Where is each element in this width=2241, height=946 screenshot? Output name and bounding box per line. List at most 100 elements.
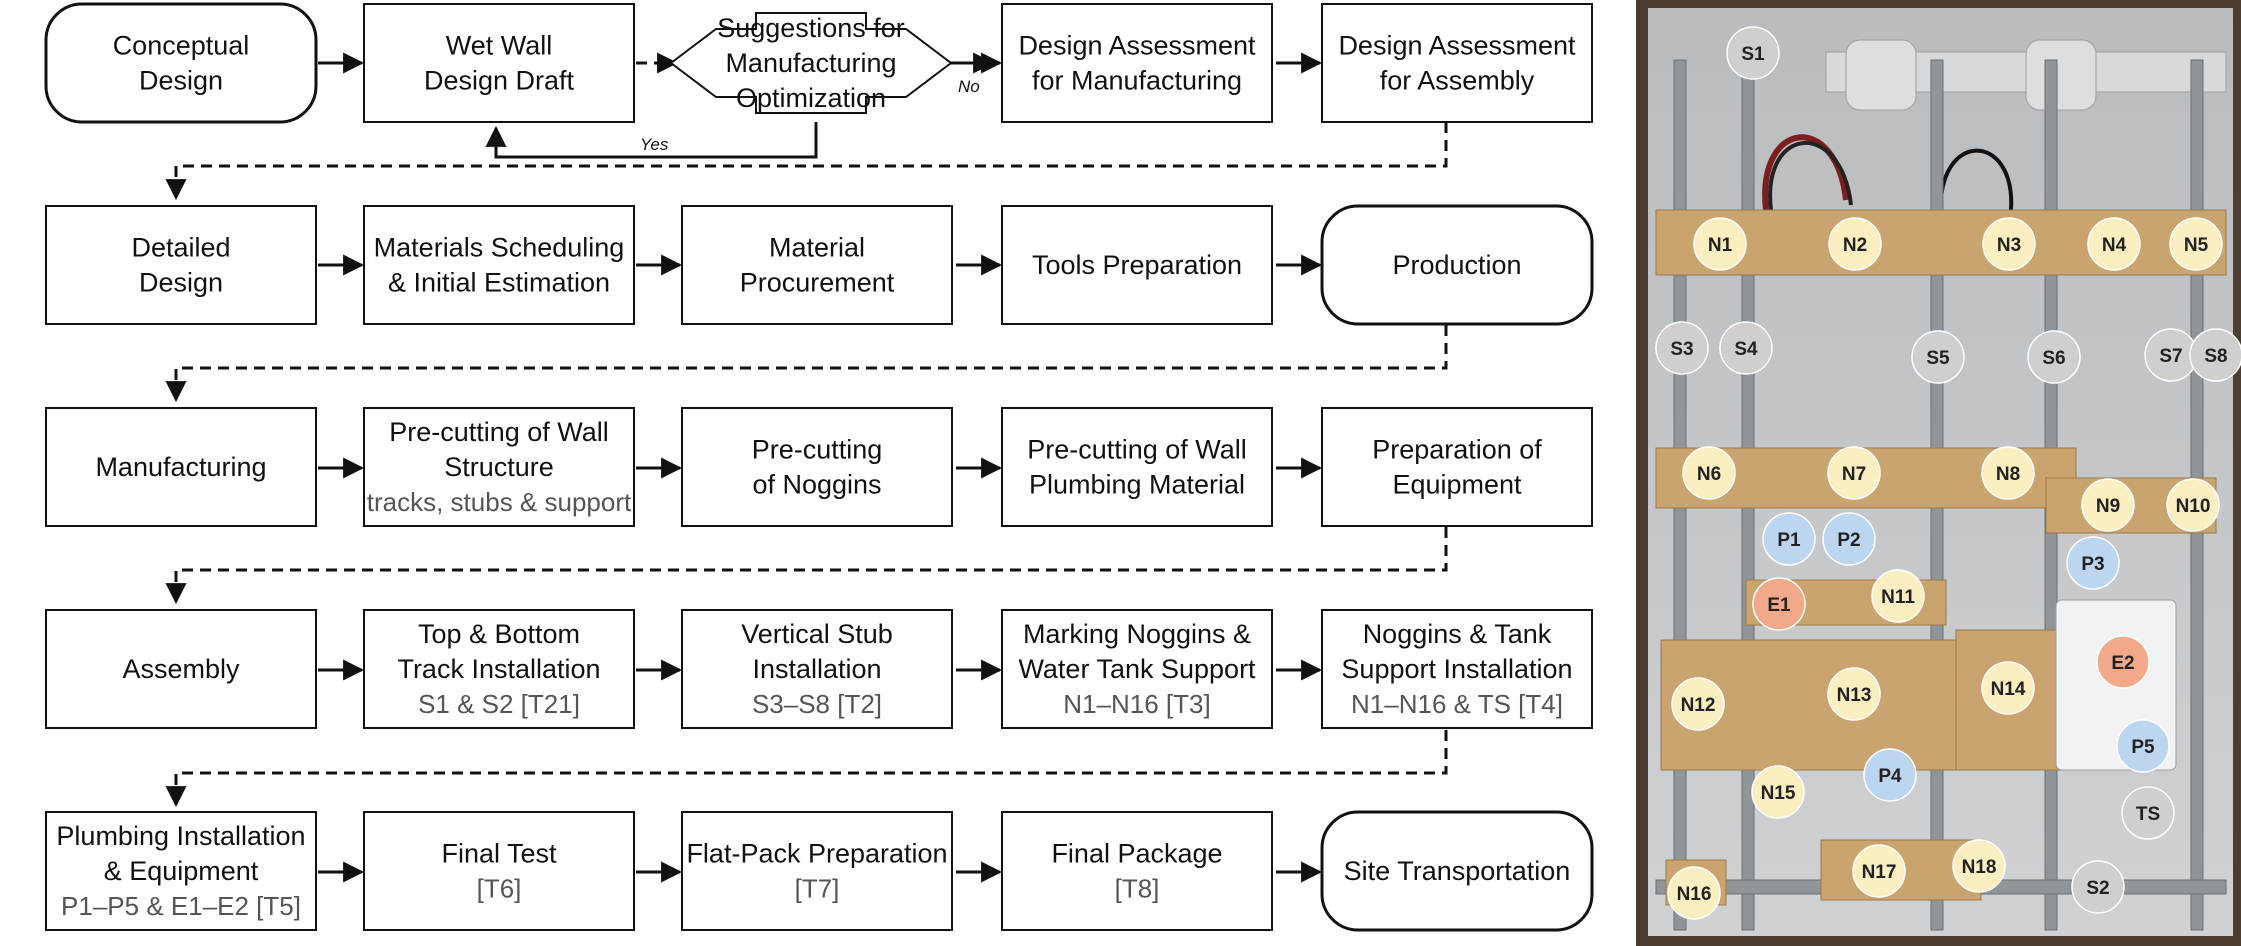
marker-label: N9	[2096, 496, 2120, 517]
marker-s3: S3	[1655, 321, 1709, 375]
marker-p3: P3	[2066, 536, 2120, 590]
marker-label: S5	[1926, 348, 1950, 369]
node-sublabel: [T6]	[477, 874, 522, 904]
node-label-line: Procurement	[740, 268, 895, 298]
marker-label: N3	[1997, 235, 2021, 256]
node-sublabel: N1–N16 & TS [T4]	[1351, 689, 1563, 719]
node-label-line: Plumbing Material	[1029, 470, 1245, 500]
marker-p5: P5	[2116, 719, 2170, 773]
node-label-line: Suggestions for	[717, 13, 905, 43]
node-shape	[1321, 407, 1593, 527]
yes-edge-label: Yes	[640, 135, 669, 154]
marker-circle	[2087, 217, 2141, 271]
marker-n7: N7	[1827, 446, 1881, 500]
node-label-line: Pre-cutting of Wall	[1027, 435, 1247, 465]
marker-s1: S1	[1726, 26, 1780, 80]
node-label-line: Design Assessment	[1338, 31, 1576, 61]
node-production: Production	[1320, 204, 1594, 326]
node-label-line: Design	[139, 268, 223, 298]
marker-e2: E2	[2096, 635, 2150, 689]
node-sublabel: P1–P5 & E1–E2 [T5]	[61, 891, 301, 921]
node-shape	[1001, 3, 1273, 123]
node-label-line: for Assembly	[1380, 66, 1535, 96]
node-label-line: Manufacturing	[725, 48, 896, 78]
node-materials-scheduling: Materials Scheduling& Initial Estimation	[363, 205, 635, 325]
marker-label: S3	[1670, 339, 1693, 360]
marker-e1: E1	[1752, 577, 1806, 631]
marker-circle	[2121, 786, 2175, 840]
node-shape	[1320, 810, 1594, 932]
node-label-line: Design Draft	[424, 66, 575, 96]
marker-circle	[1982, 217, 2036, 271]
marker-circle	[1822, 512, 1876, 566]
marker-s2: S2	[2071, 860, 2125, 914]
marker-circle	[1762, 512, 1816, 566]
marker-label: S1	[1741, 44, 1765, 65]
marker-label: S4	[1734, 339, 1758, 360]
node-shape	[1001, 205, 1273, 325]
marker-circle	[2189, 328, 2241, 382]
marker-label: N6	[1697, 464, 1721, 485]
wire	[1768, 141, 1853, 211]
marker-n15: N15	[1751, 765, 1805, 819]
marker-ts: TS	[2121, 786, 2175, 840]
marker-label: P5	[2131, 737, 2155, 758]
node-shape	[1001, 811, 1273, 931]
marker-circle	[1827, 446, 1881, 500]
marker-circle	[1655, 321, 1709, 375]
marker-circle	[1719, 321, 1773, 375]
marker-label: N10	[2176, 496, 2211, 517]
node-sublabel: tracks, stubs & support	[367, 487, 632, 517]
marker-label: N15	[1761, 783, 1796, 804]
marker-label: TS	[2136, 804, 2160, 825]
node-sublabel: N1–N16 [T3]	[1063, 689, 1210, 719]
node-label-line: Final Test	[441, 839, 557, 869]
marker-label: N12	[1681, 695, 1716, 716]
node-label-line: Structure	[444, 452, 554, 482]
marker-label: S6	[2042, 348, 2065, 369]
node-shape	[681, 205, 953, 325]
marker-n9: N9	[2081, 478, 2135, 532]
node-label-line: Noggins & Tank	[1363, 619, 1552, 649]
node-label-line: of Noggins	[752, 470, 881, 500]
node-manufacturing: Manufacturing	[45, 407, 317, 527]
marker-circle	[1863, 748, 1917, 802]
marker-label: N11	[1881, 587, 1915, 608]
dashed-flow-arrows	[165, 52, 1448, 808]
node-shape	[363, 205, 635, 325]
node-shape	[44, 2, 318, 124]
marker-n1: N1	[1693, 217, 1747, 271]
node-label-line: Manufacturing	[95, 452, 266, 482]
marker-circle	[1693, 217, 1747, 271]
marker-circle	[1726, 26, 1780, 80]
marker-n11: N11	[1871, 569, 1925, 623]
marker-n8: N8	[1981, 446, 2035, 500]
marker-p2: P2	[1822, 512, 1876, 566]
marker-label: N17	[1862, 862, 1897, 883]
wire	[1762, 134, 1849, 211]
node-shape	[45, 811, 317, 931]
node-label-line: Design	[139, 66, 223, 96]
marker-n16: N16	[1667, 866, 1721, 920]
node-label-line: Materials Scheduling	[374, 233, 625, 263]
node-site-transportation: Site Transportation	[1320, 810, 1594, 932]
marker-label: N14	[1991, 679, 2026, 700]
marker-label: N4	[2102, 235, 2127, 256]
marker-circle	[2169, 217, 2223, 271]
marker-circle	[2166, 478, 2220, 532]
marker-n3: N3	[1982, 217, 2036, 271]
node-shape	[1001, 407, 1273, 527]
marker-label: N2	[1843, 235, 1867, 256]
node-label-line: Plumbing Installation	[56, 821, 305, 851]
marker-n14: N14	[1981, 661, 2035, 715]
node-shape	[45, 407, 317, 527]
marker-label: P3	[2081, 554, 2104, 575]
node-shape	[363, 407, 635, 527]
marker-circle	[2116, 719, 2170, 773]
node-label-line: Installation	[752, 654, 881, 684]
